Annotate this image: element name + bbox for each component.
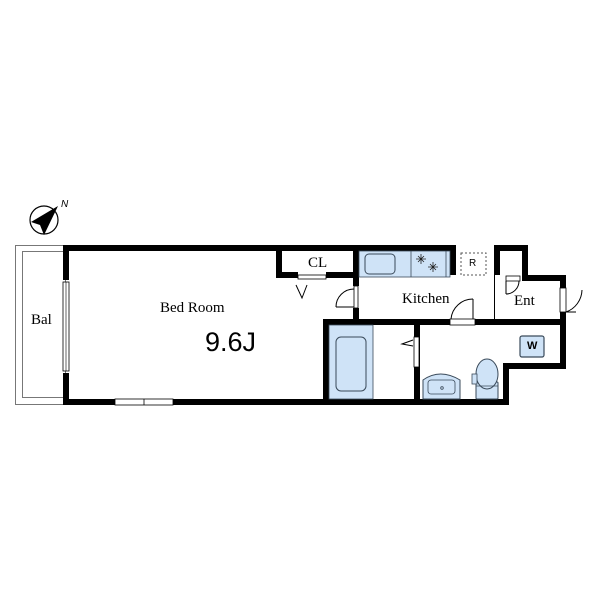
washer [519, 335, 545, 358]
bedroom-area: 9.6J [205, 327, 257, 357]
door-bedroom-kitchen [335, 285, 359, 309]
closet-door [295, 274, 327, 300]
balcony-label: Bal [31, 312, 52, 328]
window-bedroom-bottom [114, 398, 174, 406]
refrigerator-label: R [469, 258, 477, 269]
bedroom-label: Bed Room [160, 300, 225, 316]
kitchen-counter [358, 250, 451, 278]
washbasin [422, 373, 461, 400]
bathtub [328, 324, 374, 400]
north-arrow-icon: N [29, 199, 69, 235]
entrance-door [559, 287, 583, 313]
stove-burner-icon [416, 254, 438, 272]
shoe-closet-door [505, 275, 521, 295]
closet-label: CL [308, 255, 328, 271]
refrigerator [460, 252, 487, 276]
kitchen-label: Kitchen [402, 291, 450, 307]
window-balcony [62, 281, 70, 372]
washer-label: W [527, 340, 538, 352]
svg-text:N: N [61, 199, 69, 210]
entrance-label: Ent [514, 293, 535, 309]
toilet [471, 358, 499, 400]
bath-door [400, 336, 420, 368]
door-kitchen-bath [449, 298, 476, 326]
